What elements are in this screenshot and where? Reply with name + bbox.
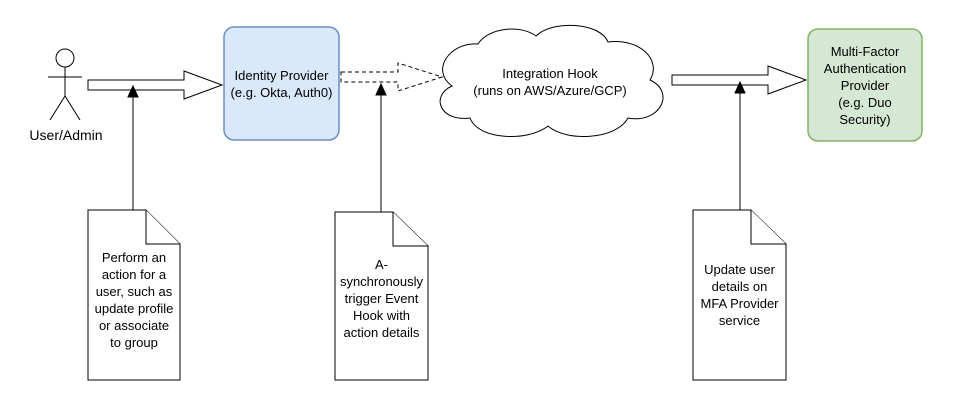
note2-shape bbox=[334, 211, 429, 381]
user-admin-label: User/Admin bbox=[29, 126, 103, 143]
identity-provider-box bbox=[223, 26, 340, 141]
idp-to-hook-dashed-arrow bbox=[340, 62, 444, 92]
integration-hook-label: Integration Hook (runs on AWS/Azure/GCP) bbox=[473, 66, 627, 98]
note1-text: Perform an action for a user, such as up… bbox=[94, 250, 174, 350]
note3-shape bbox=[692, 209, 787, 381]
note2-connector bbox=[375, 82, 387, 212]
integration-hook-cloud bbox=[439, 24, 664, 137]
identity-provider-label: Identity Provider (e.g. Okta, Auth0) bbox=[230, 67, 333, 100]
mfa-provider-label: Multi-Factor Authentication Provider (e.… bbox=[823, 43, 907, 127]
note2-text: A- synchronously trigger Event Hook with… bbox=[339, 256, 424, 340]
note3-text: Update user details on MFA Provider serv… bbox=[700, 262, 779, 328]
mfa-provider-box bbox=[807, 28, 923, 142]
user-to-idp-arrow bbox=[87, 70, 224, 100]
note3-connector bbox=[734, 80, 746, 210]
note1-connector bbox=[127, 84, 139, 210]
note1-shape bbox=[87, 209, 181, 381]
hook-to-mfa-arrow bbox=[671, 65, 808, 95]
user-actor-icon bbox=[48, 48, 82, 121]
